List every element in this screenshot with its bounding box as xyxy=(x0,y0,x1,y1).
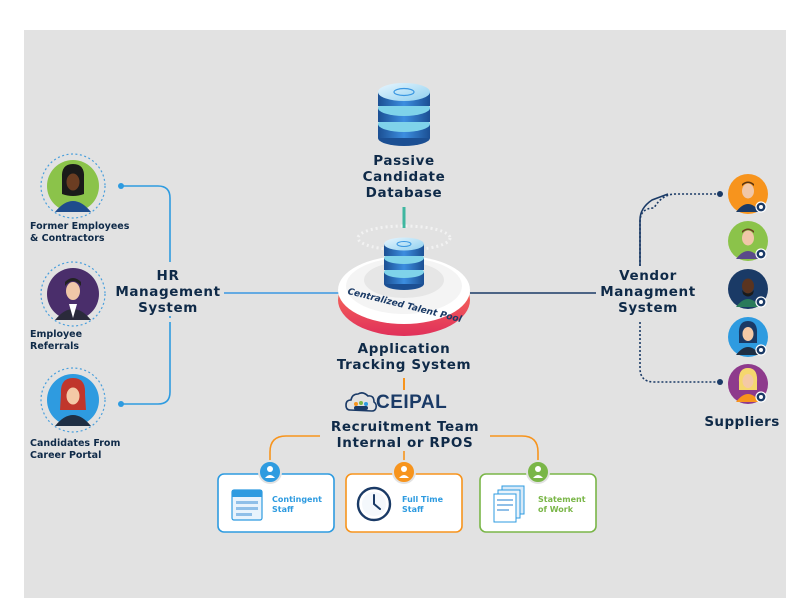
hr-system-label: HR Management System xyxy=(112,268,224,316)
hr-bracket-bottom xyxy=(121,322,171,405)
suppliers-label: Suppliers xyxy=(704,414,780,430)
vendor-bracket-bottom xyxy=(639,322,720,383)
recruitment-team-label: Recruitment Team Internal or RPOS xyxy=(320,419,490,451)
contingent-card xyxy=(217,460,335,533)
ceipal-brand-text: CEIPAL xyxy=(376,392,448,413)
fulltime-card xyxy=(345,460,463,533)
vendor-bracket-top-solid xyxy=(639,193,669,266)
calendar-icon xyxy=(231,489,263,521)
source-label-employee-referrals: Employee Referrals xyxy=(30,329,83,352)
connector-dots xyxy=(118,183,723,407)
source-label-career-portal: Candidates From Career Portal xyxy=(30,438,121,461)
supplier-avatars xyxy=(728,174,768,404)
source-label-former-employees: Former Employees & Contractors xyxy=(30,221,130,244)
diagram-graphics: Centralized Talent Pool xyxy=(40,83,768,533)
supplier-avatar-2 xyxy=(728,221,768,261)
vendor-system-label: Vendor Managment System xyxy=(596,268,700,316)
card-label-contingent: Contingent Staff xyxy=(272,495,322,514)
avatar-employee-referrals xyxy=(40,261,106,327)
talent-pool-graphic: Centralized Talent Pool xyxy=(338,224,470,336)
recruit-to-contingent-line xyxy=(269,435,336,462)
avatar-former-employees xyxy=(40,153,106,219)
connectors xyxy=(121,185,720,462)
ceipal-logo-icon xyxy=(345,392,378,412)
passive-database-label: Passive Candidate Database xyxy=(362,153,446,201)
supplier-avatar-5 xyxy=(728,364,768,404)
ats-label: Application Tracking System xyxy=(336,341,472,373)
recruit-to-sow-line xyxy=(480,435,539,462)
vendor-bracket-top xyxy=(639,193,720,266)
database-icon xyxy=(378,83,430,146)
hr-bracket-top xyxy=(121,185,171,262)
card-label-sow: Statement of Work xyxy=(538,495,586,514)
document-stack-icon xyxy=(493,485,525,523)
supplier-avatar-1 xyxy=(728,174,768,214)
supplier-avatar-4 xyxy=(728,317,768,357)
card-label-fulltime: Full Time Staff xyxy=(402,495,443,514)
supplier-avatar-3 xyxy=(728,269,768,309)
source-avatars xyxy=(40,153,106,433)
avatar-career-portal xyxy=(40,367,106,433)
clock-icon xyxy=(356,486,392,522)
sow-card xyxy=(479,460,597,533)
